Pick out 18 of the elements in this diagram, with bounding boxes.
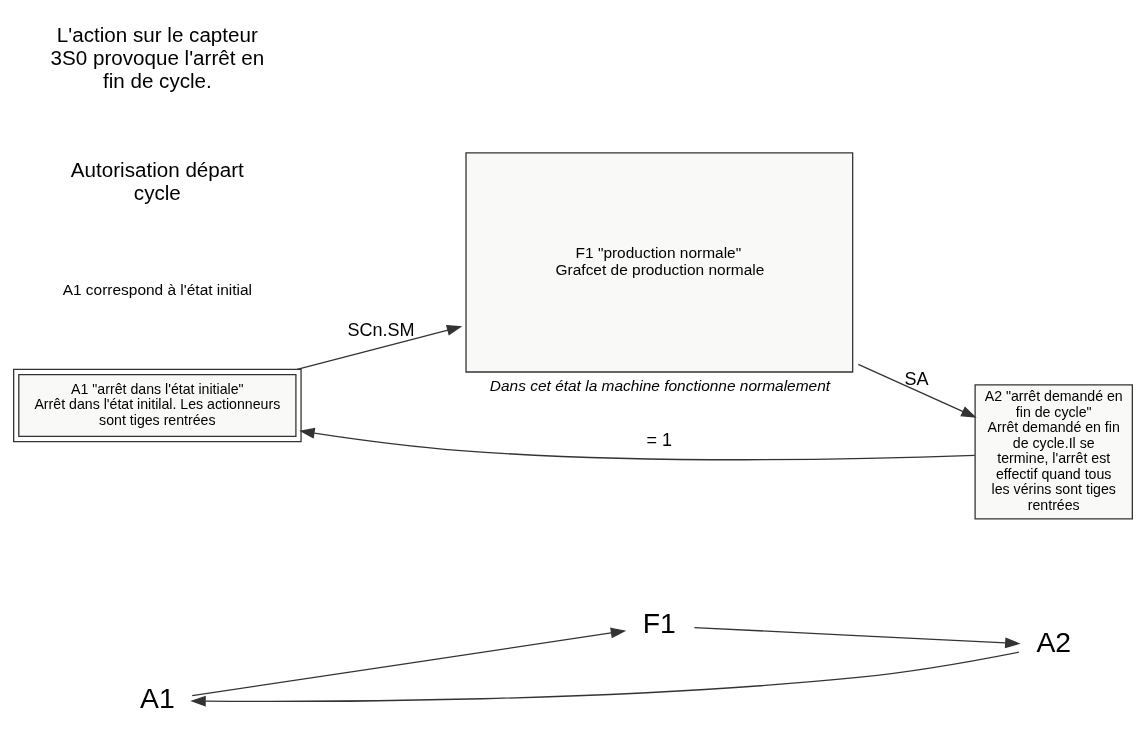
arrow (857, 363, 977, 418)
node-text: A2 (1036, 626, 1072, 659)
label: Autorisation départ cycle (70, 158, 244, 205)
arrow (299, 427, 976, 461)
arrow (191, 627, 627, 697)
node-box: A2 "arrêt demandé en fin de cycle" Arrêt demandé en fin de cycle.Il se termine, l'arrêt est effectif quand tous les vérins sont tiges rentrées (974, 384, 1133, 520)
arrow (693, 626, 1021, 649)
node-label: Dans cet état la machine fonctionne normalement (489, 376, 831, 394)
edge-label: SCn.SM (347, 320, 415, 341)
node-box: A1 "arrêt dans l'état initiale" Arrêt dans l'état initilal. Les actionneurs sont tiges rentrées (13, 368, 302, 443)
label: A1 correspond à l'état initial (62, 280, 253, 298)
node-text: A1 (140, 681, 175, 714)
arrow (190, 651, 1020, 707)
edge-label: = 1 (646, 429, 673, 450)
edge-label: SA (904, 369, 929, 390)
node-text: F1 (642, 607, 676, 640)
arrow (296, 325, 463, 371)
label: L'action sur le capteur 3S0 provoque l'arrêt en fin de cycle. (50, 22, 265, 93)
